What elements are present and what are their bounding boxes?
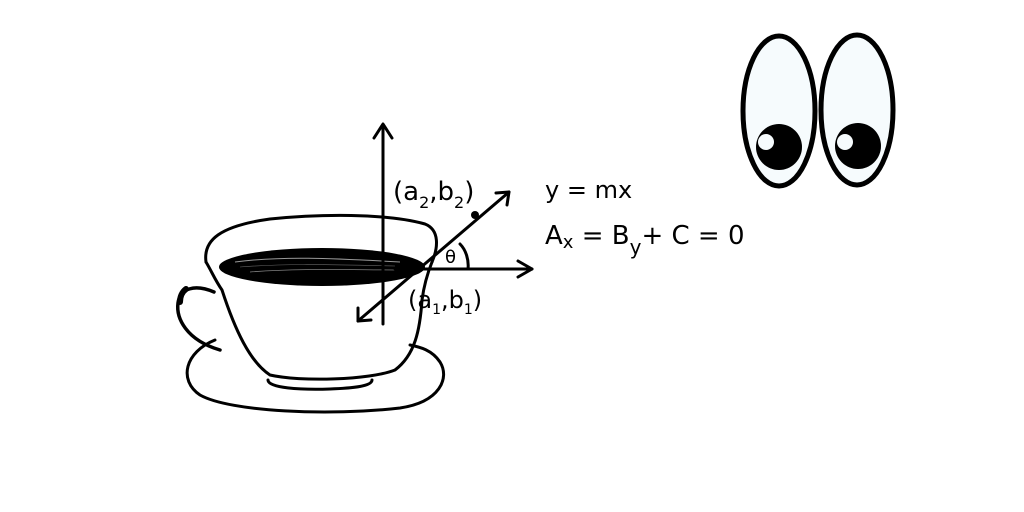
left-eye-icon xyxy=(740,33,818,189)
line-arrow-up-icon xyxy=(494,190,511,207)
line-y-mx xyxy=(356,190,511,323)
label-point-2: (a2,b2) xyxy=(393,177,474,212)
line-arrow-down-icon xyxy=(356,306,373,323)
x-axis-arrow-icon xyxy=(516,259,534,279)
saucer xyxy=(185,338,446,414)
label-point-1: (a1,b1) xyxy=(408,286,482,318)
cup-handle xyxy=(176,286,222,352)
y-axis-arrow-icon xyxy=(372,122,394,140)
equation-line-1: y = mx xyxy=(545,176,632,204)
label-theta: θ xyxy=(445,247,456,268)
equation-line-2: Ax = By+ C = 0 xyxy=(545,221,745,259)
point-a2-b2 xyxy=(471,211,479,219)
right-eye-icon xyxy=(818,32,896,188)
googly-eyes xyxy=(740,32,896,189)
coordinate-axes xyxy=(356,122,534,326)
coffee-surface xyxy=(219,248,425,286)
coffee-cup xyxy=(204,213,438,381)
angle-arc xyxy=(458,242,470,271)
